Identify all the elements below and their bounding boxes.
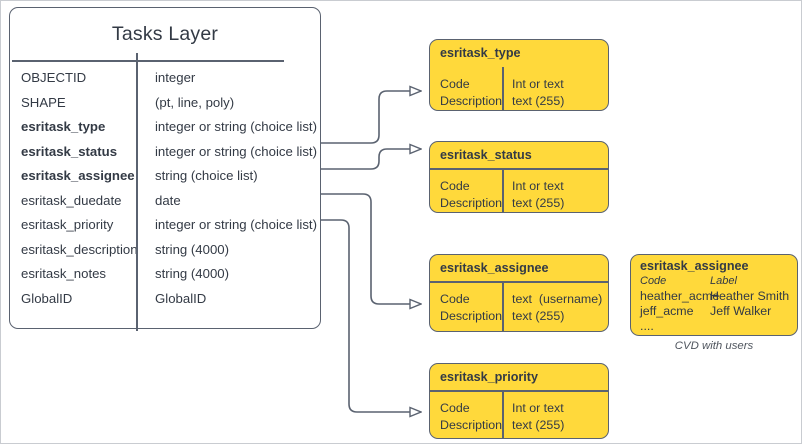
connector-type [321, 91, 421, 144]
field-row: esritask_duedate date [10, 189, 320, 214]
field-row: esritask_type integer or string (choice l… [10, 115, 320, 140]
domain-code-labels: Code Description [440, 401, 502, 432]
domain-column-divider [502, 169, 504, 212]
field-row: SHAPE (pt, line, poly) [10, 91, 320, 116]
domain-column-divider [502, 282, 504, 331]
domain-code-labels: Code Description [440, 179, 502, 210]
domain-column-divider [502, 67, 504, 110]
field-row: GlobalID GlobalID [10, 287, 320, 312]
field-type: date [155, 192, 181, 208]
field-name: SHAPE [21, 94, 66, 110]
cvd-row-code: heather_acme [640, 289, 720, 303]
field-type: GlobalID [155, 290, 207, 306]
field-row: OBJECTID integer [10, 66, 320, 91]
cvd-title: esritask_assignee [640, 259, 749, 273]
field-row: esritask_description string (4000) [10, 238, 320, 263]
domain-header: esritask_type [440, 46, 521, 60]
entity-column-divider [136, 53, 138, 331]
field-name: esritask_notes [21, 266, 107, 281]
connector-priority [321, 219, 421, 412]
domain-header-divider [430, 390, 608, 392]
domain-code-labels: Code Description [440, 292, 502, 323]
field-name: esritask_assignee [21, 168, 135, 183]
cvd-row-code: .... [640, 319, 654, 333]
cvd-caption: CVD with users [674, 340, 754, 352]
field-type: integer or string (choice list) [155, 119, 317, 134]
domain-header-divider [430, 168, 608, 170]
cvd-row-label: Jeff Walker [710, 304, 772, 318]
domain-type-values: Int or text text (255) [512, 179, 565, 210]
connector-assignee [321, 193, 421, 304]
field-name: OBJECTID [21, 70, 87, 85]
domain-box-esritask-type[interactable]: esritask_type Code Description Int or te… [429, 39, 609, 111]
cvd-column-header-label: Label [710, 275, 737, 287]
field-row: esritask_priority integer or string (choi… [10, 213, 320, 238]
domain-header: esritask_status [440, 148, 532, 162]
page-title: Tasks Layer [111, 23, 219, 45]
domain-type-values: Int or text text (255) [512, 401, 565, 432]
field-type: (pt, line, poly) [155, 94, 235, 110]
field-row: esritask_notes string (4000) [10, 262, 320, 287]
domain-type-values: Int or text text (255) [512, 77, 565, 108]
field-type: string (choice list) [155, 168, 258, 183]
domain-type-values: text (username) text (255) [512, 292, 603, 323]
field-type: integer or string (choice list) [155, 217, 317, 232]
field-name: esritask_status [21, 143, 118, 159]
field-type: integer or string (choice list) [155, 143, 317, 159]
field-name: esritask_description [21, 241, 138, 257]
field-name: esritask_duedate [21, 192, 122, 208]
domain-box-esritask-status[interactable]: esritask_status Code Description Int or … [429, 141, 609, 213]
field-name: esritask_type [21, 119, 106, 134]
field-row: esritask_status integer or string (choice… [10, 140, 320, 165]
domain-column-divider [502, 391, 504, 438]
connector-status [321, 149, 421, 170]
cvd-column-header-code: Code [640, 275, 667, 287]
cvd-row-code: jeff_acme [640, 304, 694, 318]
domain-box-esritask-priority[interactable]: esritask_priority Code Description Int o… [429, 363, 609, 439]
field-type: string (4000) [155, 266, 230, 281]
domain-header-divider [430, 281, 608, 283]
field-name: esritask_priority [21, 217, 114, 232]
field-type: string (4000) [155, 241, 230, 257]
domain-header: esritask_priority [440, 370, 539, 384]
field-row: esritask_assignee string (choice list) [10, 164, 320, 189]
title-divider [12, 60, 284, 62]
domain-code-labels: Code Description [440, 77, 502, 108]
field-name: GlobalID [21, 290, 73, 306]
field-type: integer [155, 70, 196, 85]
domain-header: esritask_assignee [440, 261, 549, 275]
cvd-box-assignee-values[interactable]: esritask_assignee Code Label heather_acm… [630, 254, 798, 336]
cvd-row-label: Heather Smith [710, 289, 790, 303]
domain-box-esritask-assignee[interactable]: esritask_assignee Code Description text … [429, 254, 609, 332]
